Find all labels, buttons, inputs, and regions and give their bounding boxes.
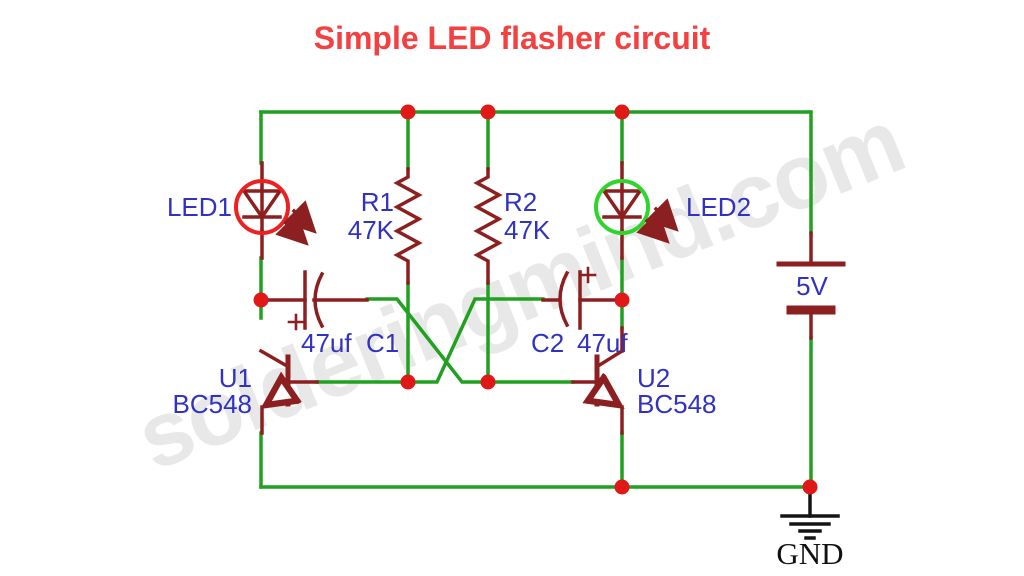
led1-symbol	[234, 161, 317, 260]
c2-value-label: 47uf	[577, 328, 628, 358]
r2-resistor-symbol	[473, 167, 503, 285]
junction-c2-right	[614, 292, 630, 308]
led2-emission-arrow-1	[645, 198, 679, 232]
led1-label: LED1	[167, 192, 232, 222]
c1-plus-sign	[287, 313, 305, 331]
junction-r1-top	[400, 104, 416, 120]
junction-u2-base	[480, 374, 496, 390]
wires	[259, 110, 813, 489]
ground-label: GND	[776, 536, 843, 571]
page-title: Simple LED flasher circuit	[313, 20, 711, 56]
junction-ground	[802, 479, 818, 495]
u1-value-label: BC548	[173, 389, 253, 419]
c2-ref-label: C2	[531, 328, 564, 358]
r2-ref-label: R2	[504, 187, 537, 217]
r1-resistor-symbol	[393, 167, 423, 285]
u1-emitter-arrow	[269, 390, 288, 403]
led2-anode-triangle	[600, 189, 644, 221]
c2-capacitor-symbol	[541, 266, 622, 330]
u1-transistor-symbol	[258, 348, 319, 435]
junction-led2-top	[614, 104, 630, 120]
junction-r2-top	[480, 104, 496, 120]
wire-u1base-to-c2	[315, 297, 545, 384]
u1-collector	[258, 348, 290, 369]
led1-emission-arrow-1	[283, 200, 317, 234]
junction-u1-base	[400, 374, 416, 390]
c1-ref-label: C1	[366, 328, 399, 358]
c1-value-label: 47uf	[301, 328, 352, 358]
junction-c1-left	[253, 292, 269, 308]
r2-value-label: 47K	[504, 215, 551, 245]
c2-negative-plate	[558, 270, 570, 328]
led2-symbol	[594, 161, 679, 260]
led2-emission-arrow-2	[636, 210, 670, 244]
led1-anode-triangle	[240, 189, 284, 221]
labels: LED1 LED2 R1 47K R2 47K 47uf C1 C2 47uf …	[167, 187, 844, 571]
r1-value-label: 47K	[348, 215, 395, 245]
u2-collector	[595, 348, 625, 369]
u2-transistor-symbol	[571, 326, 625, 435]
led2-label: LED2	[686, 192, 751, 222]
c1-capacitor-symbol	[261, 270, 369, 331]
junction-dots	[253, 104, 818, 495]
ground-symbol	[780, 485, 840, 540]
wire-c1-to-u2base	[365, 297, 575, 384]
r1-ref-label: R1	[361, 187, 394, 217]
u2-emitter-arrow	[597, 390, 616, 403]
battery-value-label: 5V	[796, 271, 828, 301]
battery-symbol	[776, 231, 846, 340]
u2-ref-label: U2	[637, 363, 670, 393]
c2-plus-sign	[579, 266, 597, 284]
u2-value-label: BC548	[637, 389, 717, 419]
u1-ref-label: U1	[219, 363, 252, 393]
junction-u2-emitter-bottom	[614, 479, 630, 495]
led1-emission-arrow-2	[275, 212, 309, 246]
